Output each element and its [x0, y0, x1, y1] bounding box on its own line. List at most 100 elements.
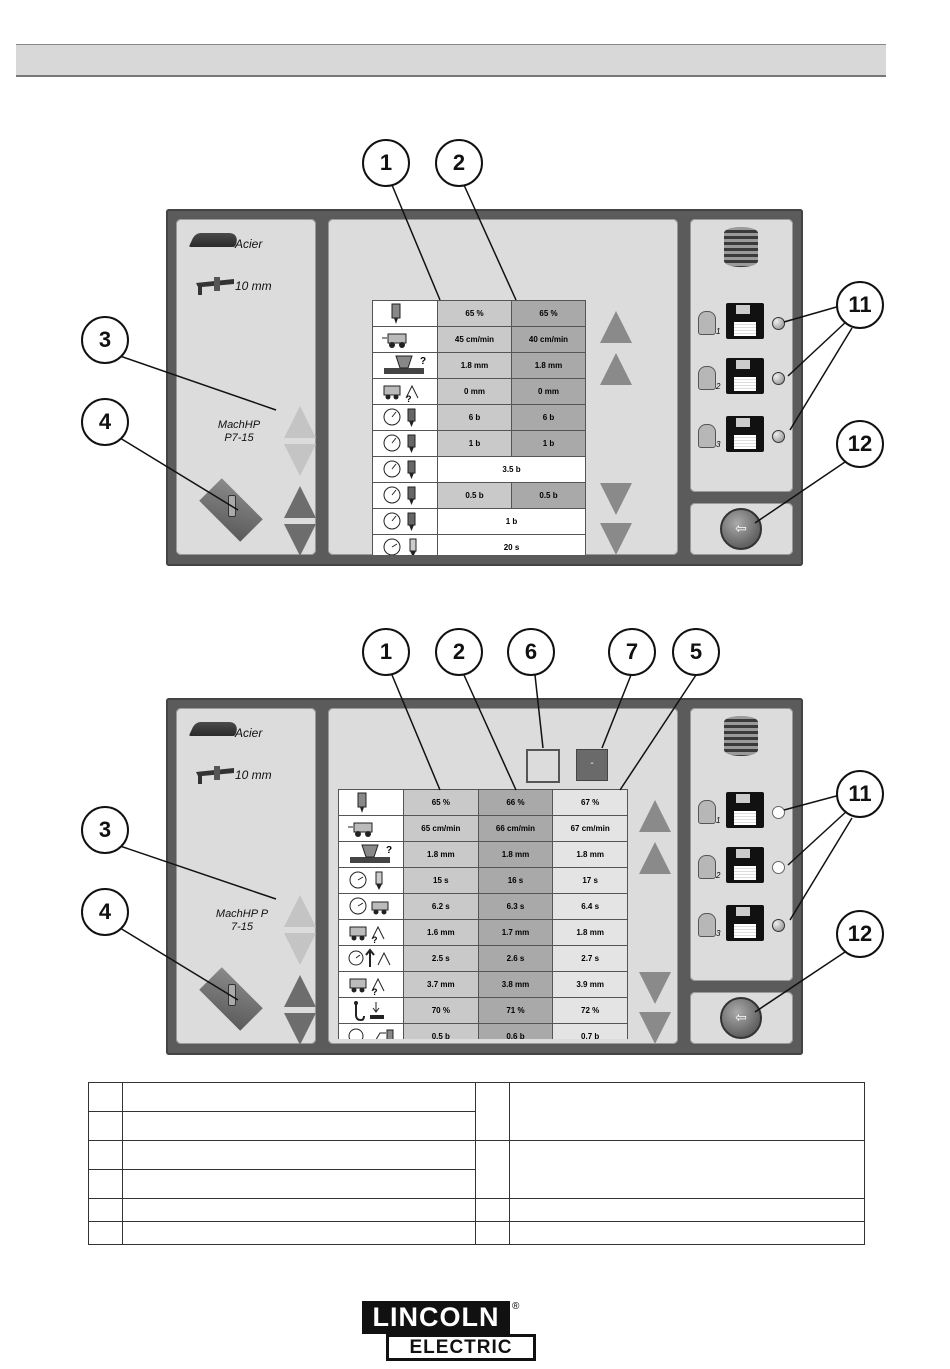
- user-slot-1[interactable]: 1: [696, 790, 790, 830]
- param-value-shared[interactable]: 1 b: [437, 508, 586, 535]
- save-floppy-icon[interactable]: [726, 905, 764, 941]
- param-value-shared[interactable]: 20 s: [437, 534, 586, 555]
- material-label: Acier: [235, 237, 263, 251]
- param-value-setting-2[interactable]: 66 %: [477, 789, 554, 816]
- scroll-bottom-arrow[interactable]: [600, 523, 632, 555]
- param-value-setting-1[interactable]: 1.6 mm: [403, 919, 479, 946]
- callout-1: 1: [362, 628, 410, 676]
- user-slot-1[interactable]: 1: [696, 301, 790, 341]
- param-value-setting-1[interactable]: 0.5 b: [403, 1023, 479, 1039]
- save-floppy-icon[interactable]: [726, 847, 764, 883]
- param-value-setting-2[interactable]: 71 %: [477, 997, 554, 1024]
- save-floppy-icon[interactable]: [726, 792, 764, 828]
- param-value-setting-2[interactable]: 40 cm/min: [511, 326, 586, 353]
- param-value-setting-1[interactable]: 3.7 mm: [403, 971, 479, 998]
- param-value-setting-1[interactable]: 1.8 mm: [403, 841, 479, 868]
- program-down-arrow[interactable]: [284, 444, 316, 476]
- param-value-shared[interactable]: 3.5 b: [437, 456, 586, 483]
- save-floppy-icon[interactable]: [726, 358, 764, 394]
- param-value-setting-2[interactable]: 66 cm/min: [477, 815, 554, 842]
- status-led: [772, 430, 785, 443]
- param-value-setting-3[interactable]: 6.4 s: [552, 893, 628, 920]
- param-value-setting-1[interactable]: 15 s: [403, 867, 479, 894]
- screen-1: Acier 10 mm MachHP P7-15 65 %65 %45 cm/m…: [166, 209, 803, 566]
- compare-button[interactable]: -: [576, 749, 608, 781]
- callout-11: 11: [836, 770, 884, 818]
- param-value-setting-1[interactable]: 0.5 b: [437, 482, 512, 509]
- scroll-up-arrow[interactable]: [639, 842, 671, 874]
- param-row[interactable]: 20 s: [372, 534, 586, 555]
- user-slot-2[interactable]: 2: [696, 845, 790, 885]
- param-value-setting-1[interactable]: 1 b: [437, 430, 512, 457]
- material-label: Acier: [235, 726, 263, 740]
- program-up-arrow[interactable]: [284, 895, 316, 927]
- param-value-setting-3[interactable]: 1.8 mm: [552, 919, 628, 946]
- thickness-label: 10 mm: [235, 279, 272, 293]
- scroll-down-arrow[interactable]: [600, 483, 632, 515]
- param-value-setting-2[interactable]: 1.7 mm: [477, 919, 554, 946]
- exit-button[interactable]: ⇦: [720, 997, 762, 1039]
- param-value-setting-3[interactable]: 3.9 mm: [552, 971, 628, 998]
- param-value-setting-2[interactable]: 3.8 mm: [477, 971, 554, 998]
- legend-cell: [121, 1111, 477, 1141]
- scroll-down-arrow[interactable]: [639, 972, 671, 1004]
- program-down-arrow[interactable]: [284, 933, 316, 965]
- svg-text:?: ?: [420, 356, 426, 367]
- height-down-arrow[interactable]: [284, 524, 316, 556]
- user-slot-2[interactable]: 2: [696, 356, 790, 396]
- param-value-setting-2[interactable]: 0.5 b: [511, 482, 586, 509]
- param-row[interactable]: 65 %66 %67 %: [338, 789, 628, 816]
- param-value-setting-2[interactable]: 0 mm: [511, 378, 586, 405]
- param-value-setting-3[interactable]: 72 %: [552, 997, 628, 1024]
- param-value-setting-1[interactable]: 1.8 mm: [437, 352, 512, 379]
- compare-checkbox[interactable]: [526, 749, 560, 783]
- svg-text:?: ?: [372, 987, 378, 997]
- scroll-up-arrow[interactable]: [600, 353, 632, 385]
- scroll-top-arrow[interactable]: [600, 311, 632, 343]
- param-row[interactable]: 70 %71 %72 %: [338, 997, 628, 1024]
- save-floppy-icon[interactable]: [726, 303, 764, 339]
- height-up-arrow[interactable]: [284, 486, 316, 518]
- param-value-setting-2[interactable]: 6 b: [511, 404, 586, 431]
- user-slot-3[interactable]: 3: [696, 903, 790, 943]
- param-value-setting-2[interactable]: 16 s: [477, 867, 554, 894]
- user-slot-3[interactable]: 3: [696, 414, 790, 454]
- param-value-setting-3[interactable]: 2.7 s: [552, 945, 628, 972]
- height-down-arrow[interactable]: [284, 1013, 316, 1045]
- callout-3: 3: [81, 316, 129, 364]
- exit-button[interactable]: ⇦: [720, 508, 762, 550]
- param-value-setting-3[interactable]: 17 s: [552, 867, 628, 894]
- param-value-setting-1[interactable]: 65 cm/min: [403, 815, 479, 842]
- param-value-setting-2[interactable]: 1 b: [511, 430, 586, 457]
- user-number: 2: [716, 382, 721, 391]
- height-up-arrow[interactable]: [284, 975, 316, 1007]
- param-value-setting-1[interactable]: 45 cm/min: [437, 326, 512, 353]
- param-value-setting-2[interactable]: 6.3 s: [477, 893, 554, 920]
- scroll-bottom-arrow[interactable]: [639, 1012, 671, 1044]
- param-value-setting-3[interactable]: 67 %: [552, 789, 628, 816]
- param-value-setting-1[interactable]: 65 %: [437, 300, 512, 327]
- param-value-setting-2[interactable]: 1.8 mm: [477, 841, 554, 868]
- save-floppy-icon[interactable]: [726, 416, 764, 452]
- status-led: [772, 919, 785, 932]
- param-value-setting-1[interactable]: 2.5 s: [403, 945, 479, 972]
- scroll-top-arrow[interactable]: [639, 800, 671, 832]
- param-value-setting-2[interactable]: 65 %: [511, 300, 586, 327]
- param-value-setting-2[interactable]: 0.6 b: [477, 1023, 554, 1039]
- callout-12: 12: [836, 420, 884, 468]
- param-value-setting-3[interactable]: 0.7 b: [552, 1023, 628, 1039]
- param-value-setting-2[interactable]: 1.8 mm: [511, 352, 586, 379]
- program-up-arrow[interactable]: [284, 406, 316, 438]
